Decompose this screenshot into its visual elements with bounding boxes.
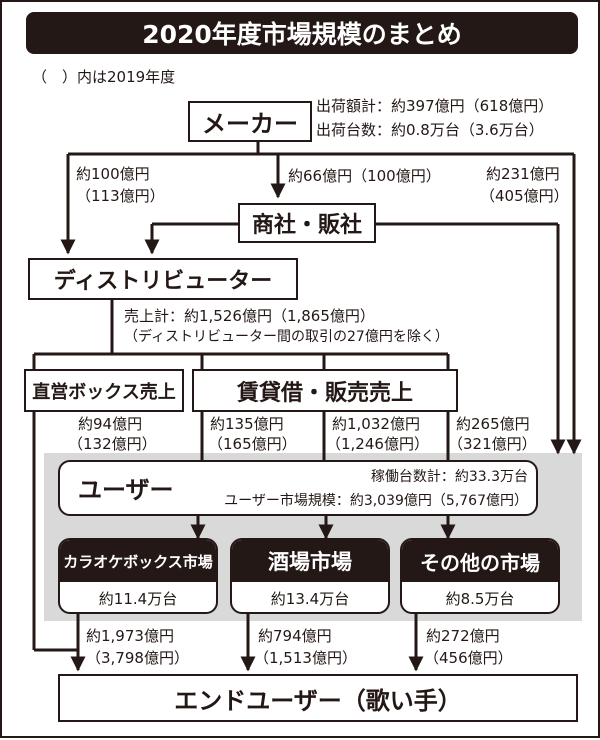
bar-market-units: 約13.4万台 xyxy=(270,589,350,608)
flow-maker-trading-value: 約66億円（100億円） xyxy=(288,167,441,185)
karaoke-market-units: 約11.4万台 xyxy=(98,589,178,608)
flow-maker-distributor-prev: （113億円） xyxy=(76,187,165,205)
rental-right-prev: （1,246億円） xyxy=(326,435,429,453)
user-box: ユーザー 稼働台数計：約33.3万台 ユーザー市場規模：約3,039億円（5,7… xyxy=(58,460,538,516)
maker-box: メーカー xyxy=(188,101,312,142)
flow-karaoke-end-prev: （3,798億円） xyxy=(86,649,189,667)
flow-maker-user-value: 約231億円 xyxy=(486,165,560,183)
user-market-size: ユーザー市場規模：約3,039億円（5,767億円） xyxy=(224,493,528,509)
rental-sales-label: 賃貸借・販売売上 xyxy=(236,380,413,406)
other-market: その他の市場 約8.5万台 xyxy=(400,538,560,614)
distributor-sales-note: （ディストリビューター間の取引の27億円を除く） xyxy=(124,329,449,345)
distributor-sales-total: 売上計：約1,526億円（1,865億円） xyxy=(124,307,375,325)
user-operating-units: 稼働台数計：約33.3万台 xyxy=(370,469,528,485)
flow-maker-distributor-value: 約100億円 xyxy=(76,165,150,183)
year-note: （ ）内は2019年度 xyxy=(32,68,176,86)
flow-bar-end-value: 約794億円 xyxy=(258,627,332,645)
flow-bar-end-prev: （1,513億円） xyxy=(254,649,357,667)
karaoke-box-market: カラオケボックス市場 約11.4万台 xyxy=(58,538,218,614)
flow-karaoke-end-value: 約1,973億円 xyxy=(86,627,174,645)
karaoke-market-label: カラオケボックス市場 xyxy=(60,540,216,582)
flow-trading-user-value: 約265億円 xyxy=(456,415,530,433)
flow-other-end-value: 約272億円 xyxy=(426,627,500,645)
end-user-box: エンドユーザー（歌い手） xyxy=(58,674,578,722)
rental-sales-box: 賃貸借・販売売上 xyxy=(192,369,458,412)
maker-shipment-value: 出荷額計：約397億円（618億円） xyxy=(316,97,554,115)
direct-box-sales-box: 直営ボックス売上 xyxy=(24,369,184,412)
trading-company-box: 商社・販社 xyxy=(238,203,376,243)
flow-other-end-prev: （456億円） xyxy=(424,649,513,667)
trading-company-label: 商社・販社 xyxy=(251,213,362,238)
flow-trading-user-prev: （321億円） xyxy=(448,435,537,453)
direct-box-sales-value: 約94億円 xyxy=(78,415,143,433)
maker-shipment-units: 出荷台数：約0.8万台（3.6万台） xyxy=(316,121,544,139)
bar-market-label: 酒場市場 xyxy=(232,540,388,582)
maker-label: メーカー xyxy=(202,110,298,138)
distributor-label: ディストリビューター xyxy=(53,269,273,294)
user-label: ユーザー xyxy=(78,476,174,504)
bar-market: 酒場市場 約13.4万台 xyxy=(230,538,390,614)
flow-maker-user-prev: （405億円） xyxy=(480,187,569,205)
page-title: 2020年度市場規模のまとめ xyxy=(26,12,578,54)
other-market-units: 約8.5万台 xyxy=(445,589,515,608)
direct-box-sales-prev: （132億円） xyxy=(68,435,157,453)
rental-right-value: 約1,032億円 xyxy=(332,415,420,433)
direct-box-sales-label: 直営ボックス売上 xyxy=(32,381,176,403)
rental-left-prev: （165億円） xyxy=(208,435,297,453)
end-user-label: エンドユーザー（歌い手） xyxy=(174,686,462,715)
distributor-box: ディストリビューター xyxy=(28,258,298,300)
rental-left-value: 約135億円 xyxy=(210,415,284,433)
other-market-label: その他の市場 xyxy=(402,540,558,582)
